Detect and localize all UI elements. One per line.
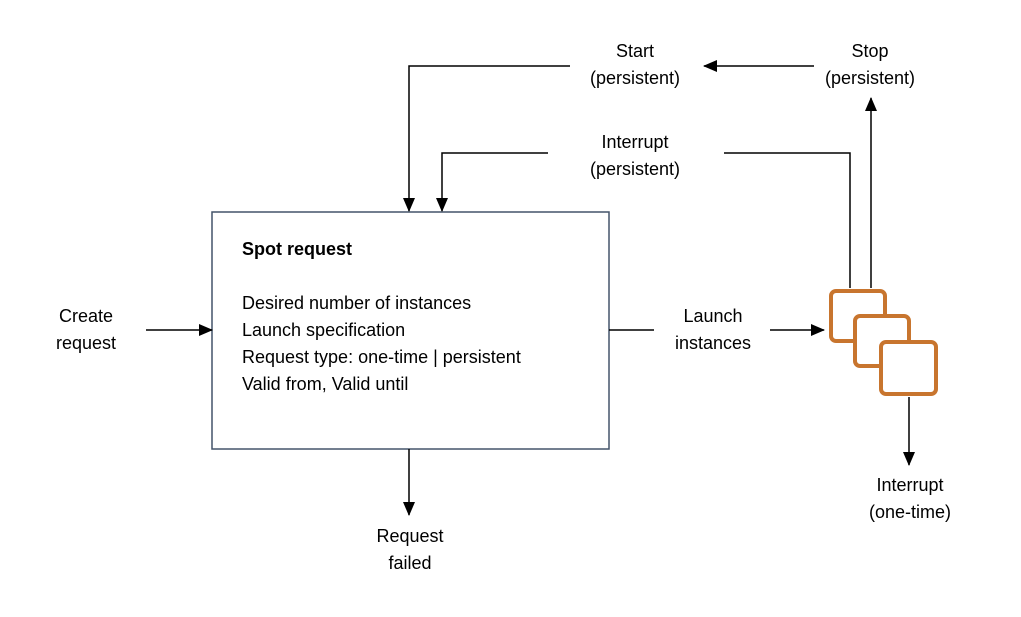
stacked-instances-icon (829, 289, 938, 396)
label-launch-instances: Launch instances (674, 306, 752, 353)
label-stop-persistent: Stop (persistent) (824, 41, 916, 88)
spot-request-title: Spot request (242, 239, 353, 259)
spot-request-line: Valid from, Valid until (242, 374, 409, 394)
label-interrupt-persistent: Interrupt (persistent) (589, 132, 681, 179)
spot-request-details: Spot request Desired number of instances… (242, 236, 521, 398)
label-interrupt-one-time: Interrupt (one-time) (868, 475, 952, 522)
spot-request-line: Request type: one-time | persistent (242, 347, 521, 367)
label-create-request: Create request (55, 306, 117, 353)
arrow-interrupt-persistent (436, 152, 548, 212)
spot-request-line: Desired number of instances (242, 293, 472, 313)
spot-request-line: Launch specification (242, 320, 406, 340)
label-start-persistent: Start (persistent) (589, 41, 681, 88)
label-request-failed: Request failed (376, 526, 444, 573)
spot-request-box (211, 211, 610, 450)
line-instances-to-interrupt-persistent (724, 152, 851, 288)
arrow-start-persistent (403, 65, 570, 212)
